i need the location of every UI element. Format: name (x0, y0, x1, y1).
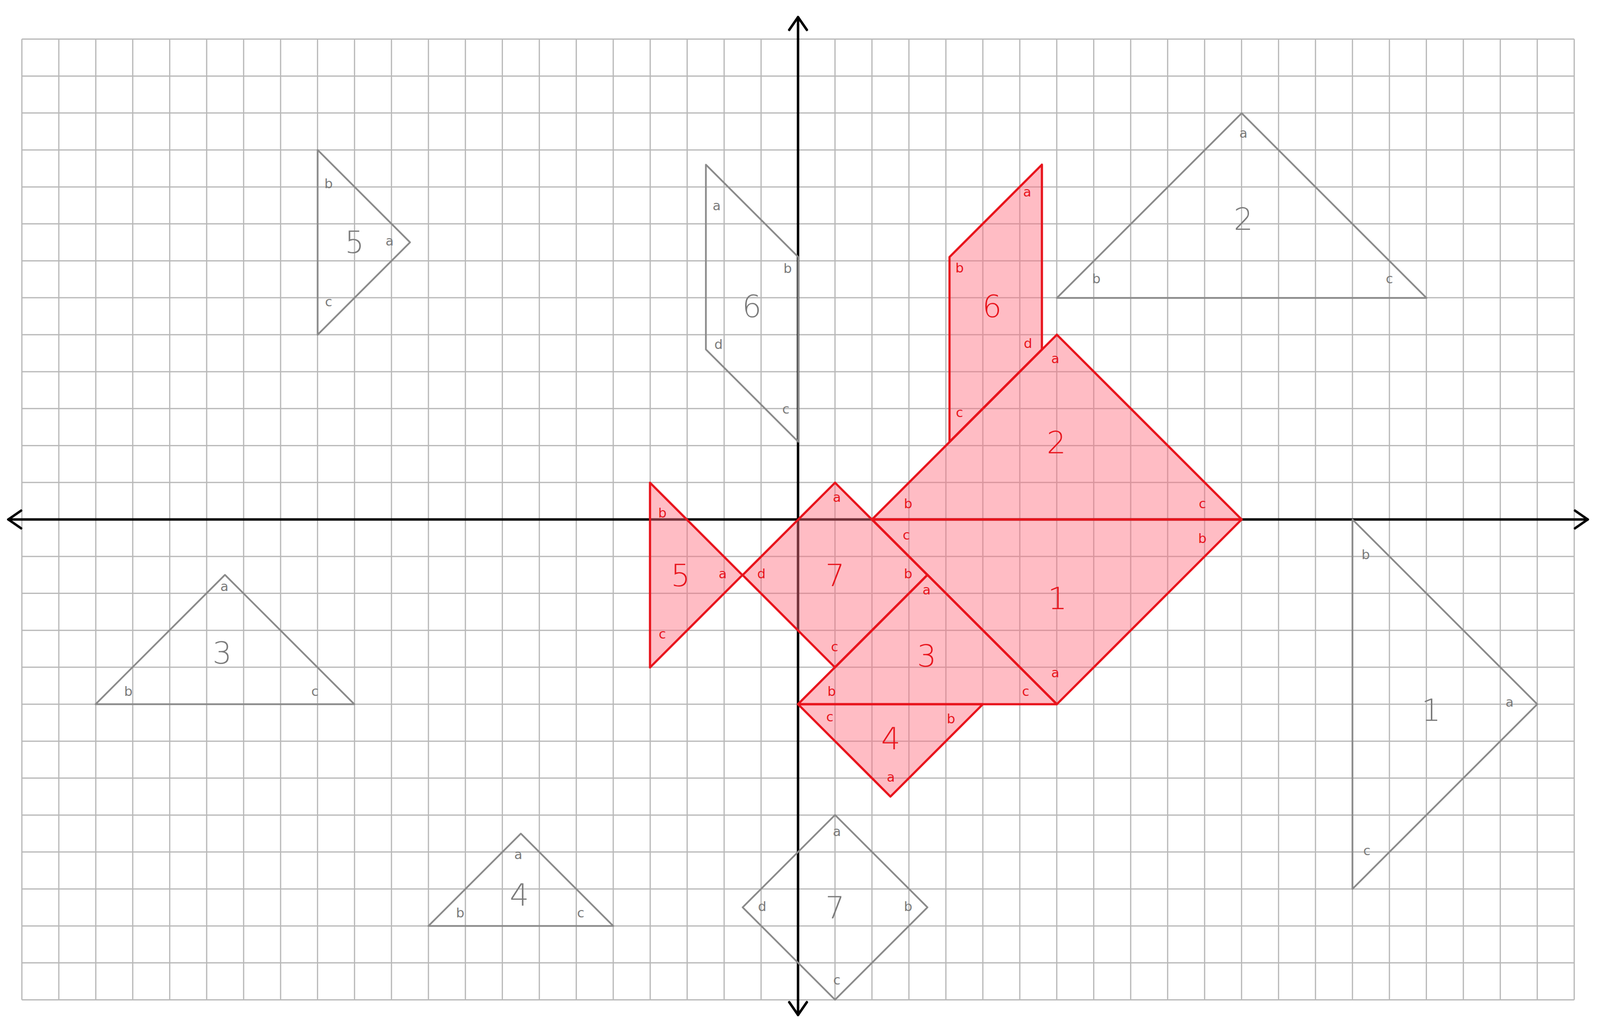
piece-shape (428, 833, 614, 927)
piece-number: 2 (1046, 427, 1066, 459)
vertex-label: c (1385, 272, 1394, 286)
vertex-label: b (903, 567, 913, 581)
piece-shape (317, 150, 411, 335)
piece-shape (95, 575, 355, 705)
piece-outline (635, 468, 758, 683)
vertex-label: b (947, 712, 956, 726)
vertex-label: c (311, 684, 319, 698)
tangram-piece: 6 a b d c (691, 150, 814, 457)
vertex-label: b (903, 900, 913, 914)
vertex-label: c (1363, 843, 1371, 857)
vertex-label: c (825, 709, 834, 724)
vertex-label: b (903, 496, 913, 510)
vertex-label: b (124, 684, 133, 698)
tangram-piece: 7 a d b c (727, 800, 943, 1015)
vertex-label: a (922, 583, 931, 597)
vertex-label: b (658, 505, 667, 520)
vertex-label: a (1023, 185, 1032, 199)
vertex-label: b (455, 906, 465, 920)
vertex-label: a (1050, 666, 1060, 680)
vertex-label: a (712, 199, 722, 213)
vertex-label: a (886, 770, 896, 784)
vertex-label: b (1198, 531, 1207, 545)
vertex-label: c (576, 906, 585, 920)
piece-number: 3 (917, 641, 937, 672)
piece-shape (872, 334, 1242, 520)
axis-arrowhead (789, 1002, 807, 1016)
vertex-label: b (1361, 547, 1371, 561)
axis-arrowhead (8, 510, 22, 529)
axis-arrowhead (1575, 510, 1588, 529)
piece-shape (798, 704, 983, 798)
vertex-label: d (757, 567, 766, 581)
axis-arrowhead (789, 17, 807, 30)
piece-shape (650, 482, 743, 668)
piece-shape (1056, 113, 1427, 299)
vertex-label: a (1050, 351, 1060, 366)
vertex-label: b (324, 176, 333, 190)
piece-number: 4 (881, 724, 901, 755)
piece-number: 5 (670, 560, 690, 592)
piece-number: 2 (1233, 204, 1253, 235)
vertex-label: c (902, 527, 910, 542)
tangram-piece: 5 b a c (302, 135, 425, 350)
vertex-label: c (830, 639, 839, 653)
vertex-label: a (832, 824, 842, 838)
vertex-label: a (718, 567, 727, 581)
vertex-label: c (833, 973, 841, 987)
vertex-label: b (1092, 272, 1101, 286)
vertex-label: b (827, 684, 836, 698)
piece-number: 6 (982, 291, 1002, 323)
piece-number: 1 (1421, 695, 1441, 726)
vertex-label: a (832, 490, 842, 504)
vertex-label: a (1239, 125, 1248, 140)
vertex-label: c (658, 626, 667, 641)
piece-shape (742, 815, 928, 1000)
tangram-piece: 3 a b c (80, 560, 370, 720)
vertex-label: c (955, 405, 964, 420)
tangram-piece: 4 c b a (783, 689, 998, 812)
piece-shape (798, 575, 1057, 705)
piece-number: 7 (825, 560, 845, 592)
tangram-piece: 2 a b c (1042, 98, 1442, 313)
vertex-label: b (955, 260, 964, 275)
piece-number: 3 (212, 638, 232, 669)
vertex-label: b (783, 261, 792, 275)
vertex-label: d (1023, 336, 1032, 350)
piece-number: 5 (344, 227, 364, 258)
tangram-piece: 4 a b c (413, 819, 628, 942)
y-axis (797, 17, 800, 1016)
vertex-label: d (714, 337, 723, 351)
piece-shape (1352, 519, 1538, 890)
vertex-label: a (220, 579, 229, 593)
vertex-label: c (325, 295, 333, 309)
piece-number: 4 (509, 880, 529, 911)
piece-number: 1 (1048, 583, 1068, 615)
piece-number: 6 (742, 291, 762, 323)
vertex-label: a (514, 848, 523, 862)
tangram-piece: 5 b a c (635, 468, 758, 683)
vertex-label: c (1198, 496, 1206, 510)
vertex-label: c (782, 401, 790, 416)
vertex-label: c (1022, 684, 1030, 698)
piece-shape (705, 164, 799, 443)
vertex-label: d (757, 900, 767, 914)
piece-number: 7 (825, 893, 845, 924)
tangram-piece: 1 b a c (1337, 504, 1552, 904)
vertex-label: a (385, 233, 395, 248)
tangram-piece: 2 a b c (857, 320, 1257, 535)
vertex-label: a (1505, 695, 1514, 709)
